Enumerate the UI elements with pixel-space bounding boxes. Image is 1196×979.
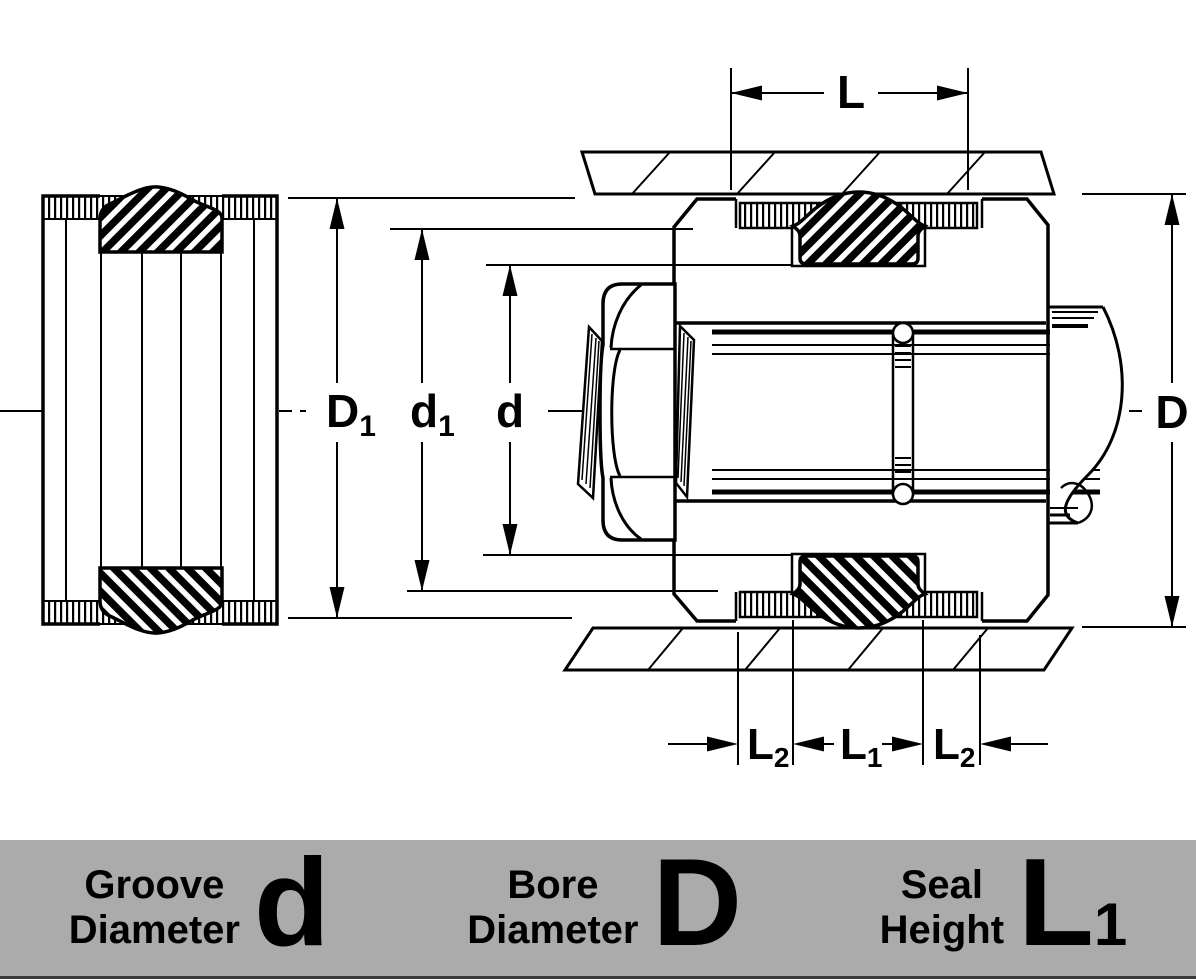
arrowhead-down	[502, 524, 518, 555]
arrowhead-down	[329, 587, 345, 618]
legend-item-bore-diameter: Bore Diameter D	[467, 841, 743, 968]
bore-wall-bottom	[562, 626, 1075, 672]
dimension-L: L	[730, 66, 969, 190]
arrowhead-L1-right	[892, 736, 923, 752]
legend-bar: Groove Diameter d Bore Diameter D Seal H…	[0, 840, 1196, 979]
arrowhead-into-L2-left	[707, 736, 738, 752]
rod	[1048, 305, 1124, 525]
piston	[672, 190, 1100, 630]
dimension-bottom-group: L2 L1 L2	[668, 620, 1048, 773]
legend-label-line2: Diameter	[467, 908, 639, 952]
assembly-inner-lines	[65, 219, 255, 601]
arrowhead-L1-left	[793, 736, 824, 752]
pin-ball-top	[891, 321, 915, 345]
label-L1: L1	[840, 720, 882, 773]
legend-label-line1: Groove	[84, 862, 225, 907]
piston-body	[674, 199, 1048, 621]
label-L2-right: L2	[933, 720, 975, 773]
legend-label: Groove Diameter	[69, 863, 240, 953]
legend-label-line1: Bore	[507, 862, 599, 907]
rod-break-loop	[1060, 481, 1094, 525]
legend-symbol-letter: L	[1018, 834, 1094, 973]
wall-hatch-bottom	[647, 627, 989, 671]
dimension-d: d	[483, 264, 792, 556]
arrowhead-down	[1164, 596, 1180, 627]
assembly-body	[43, 196, 277, 624]
arrowhead-into-L2-right	[980, 736, 1011, 752]
technical-diagram: L D1 d1 d	[0, 66, 1189, 773]
legend-symbol-sub: 1	[1093, 891, 1128, 959]
lock-washer-left-lines	[581, 333, 600, 489]
center-pin	[891, 321, 915, 506]
crown-seal-bottom	[98, 566, 224, 635]
lock-washer-right-lines	[677, 332, 692, 487]
legend-item-groove-diameter: Groove Diameter d	[69, 841, 330, 968]
legend-symbol-L1: L1	[1018, 841, 1128, 968]
rod-threads	[1050, 311, 1098, 517]
legend-label-line1: Seal	[900, 862, 983, 907]
dimension-D1: D1	[288, 197, 575, 619]
arrowhead-up	[502, 265, 518, 296]
legend-label: Seal Height	[880, 863, 1004, 953]
arrowhead-down	[414, 560, 430, 591]
piston-seal-bottom	[789, 554, 929, 630]
label-L: L	[837, 66, 865, 118]
legend-label-line2: Diameter	[68, 908, 240, 952]
arrowhead-right	[937, 85, 968, 101]
legend-symbol-D: D	[653, 841, 743, 968]
hex-nut-chamfer-arcs	[609, 283, 642, 541]
rod-outline	[1048, 305, 1103, 525]
lock-washer-left	[576, 324, 604, 501]
pin-ball-bottom	[891, 482, 915, 506]
dimension-D: D	[1082, 193, 1189, 628]
groove-walls-top	[734, 199, 984, 228]
arrowhead-up	[414, 229, 430, 260]
legend-symbol-letter: D	[652, 834, 743, 973]
label-D1: D1	[326, 385, 376, 443]
legend-label: Bore Diameter	[467, 863, 638, 953]
bore-wall-top	[579, 150, 1057, 196]
legend-item-seal-height: Seal Height L1	[880, 841, 1128, 968]
label-d: d	[496, 385, 524, 437]
seal-assembly-section	[41, 185, 279, 635]
rod-fill	[1050, 307, 1123, 523]
legend-symbol-d: d	[254, 841, 330, 968]
label-d1: d1	[410, 385, 455, 443]
label-D: D	[1155, 386, 1188, 438]
dimensions: L D1 d1 d	[288, 66, 1189, 773]
arrowhead-up	[1164, 194, 1180, 225]
label-L2-left: L2	[747, 720, 789, 773]
hex-nut	[598, 282, 677, 542]
arrowhead-left	[731, 85, 762, 101]
dimension-d1: d1	[390, 228, 718, 592]
rod-break-curve	[1063, 306, 1124, 525]
wall-hatch-top	[631, 151, 986, 195]
piston-seal-top	[789, 190, 929, 266]
legend-label-line2: Height	[879, 908, 1005, 952]
lock-washer-right	[674, 323, 696, 501]
legend-symbol-letter: d	[253, 834, 330, 973]
hex-nut-facets	[610, 347, 675, 479]
assembly-outline	[41, 194, 279, 626]
arrowhead-up	[329, 198, 345, 229]
crown-seal-top	[98, 185, 224, 254]
groove-walls-bottom	[734, 592, 984, 621]
